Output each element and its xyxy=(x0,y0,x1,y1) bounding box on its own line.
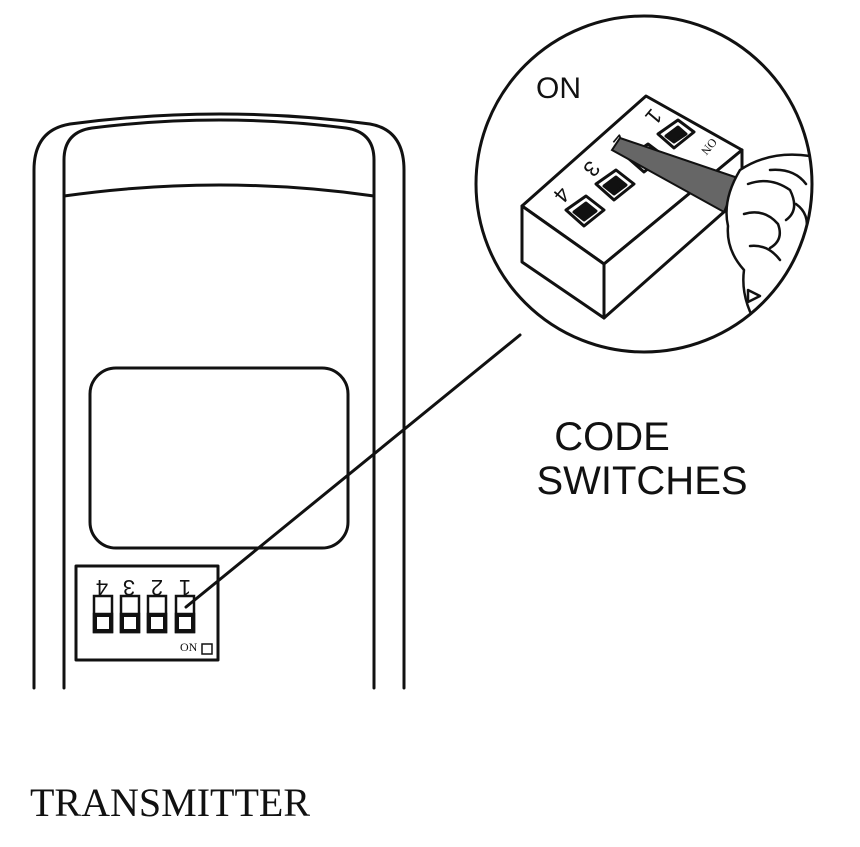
zoom-sliders xyxy=(564,118,696,228)
zoom-circle xyxy=(474,14,814,354)
transmitter-window xyxy=(88,366,350,550)
transmitter-switch-panel xyxy=(74,564,220,662)
callout-label-line1: CODE xyxy=(554,415,670,459)
transmitter-cap-line xyxy=(62,183,376,198)
zoom-on-heading: ON xyxy=(536,72,581,105)
transmitter-on-indicator xyxy=(201,643,213,655)
dip-switch-4[interactable] xyxy=(92,594,114,634)
switch-number-3: 3 xyxy=(123,575,135,600)
switch-number-4: 4 xyxy=(96,575,108,600)
zoom-switch-block xyxy=(520,94,744,320)
transmitter-dip-switches xyxy=(92,594,196,634)
hand-icon xyxy=(725,153,812,332)
transmitter-switch-numbers: 4 3 2 1 xyxy=(96,575,191,600)
transmitter-outer-shell xyxy=(32,112,406,690)
zoom-slider-1[interactable] xyxy=(656,118,696,150)
transmitter-inner-shell xyxy=(62,118,376,690)
dip-switch-2[interactable] xyxy=(146,594,168,634)
switch-number-1: 1 xyxy=(179,575,191,600)
callout-leader-line xyxy=(184,333,522,609)
zoom-circle-group: 4 3 2 1 ON xyxy=(474,14,814,354)
zoom-slider-3[interactable] xyxy=(594,168,636,202)
zoom-slider-4[interactable] xyxy=(564,194,606,228)
callout-label-line2: SWITCHES xyxy=(536,459,747,503)
transmitter-on-label: ON xyxy=(180,640,198,654)
transmitter-body xyxy=(32,112,406,690)
transmitter-caption: TRANSMITTER xyxy=(30,780,310,825)
switch-number-2: 2 xyxy=(151,575,163,600)
dip-switch-3[interactable] xyxy=(119,594,141,634)
